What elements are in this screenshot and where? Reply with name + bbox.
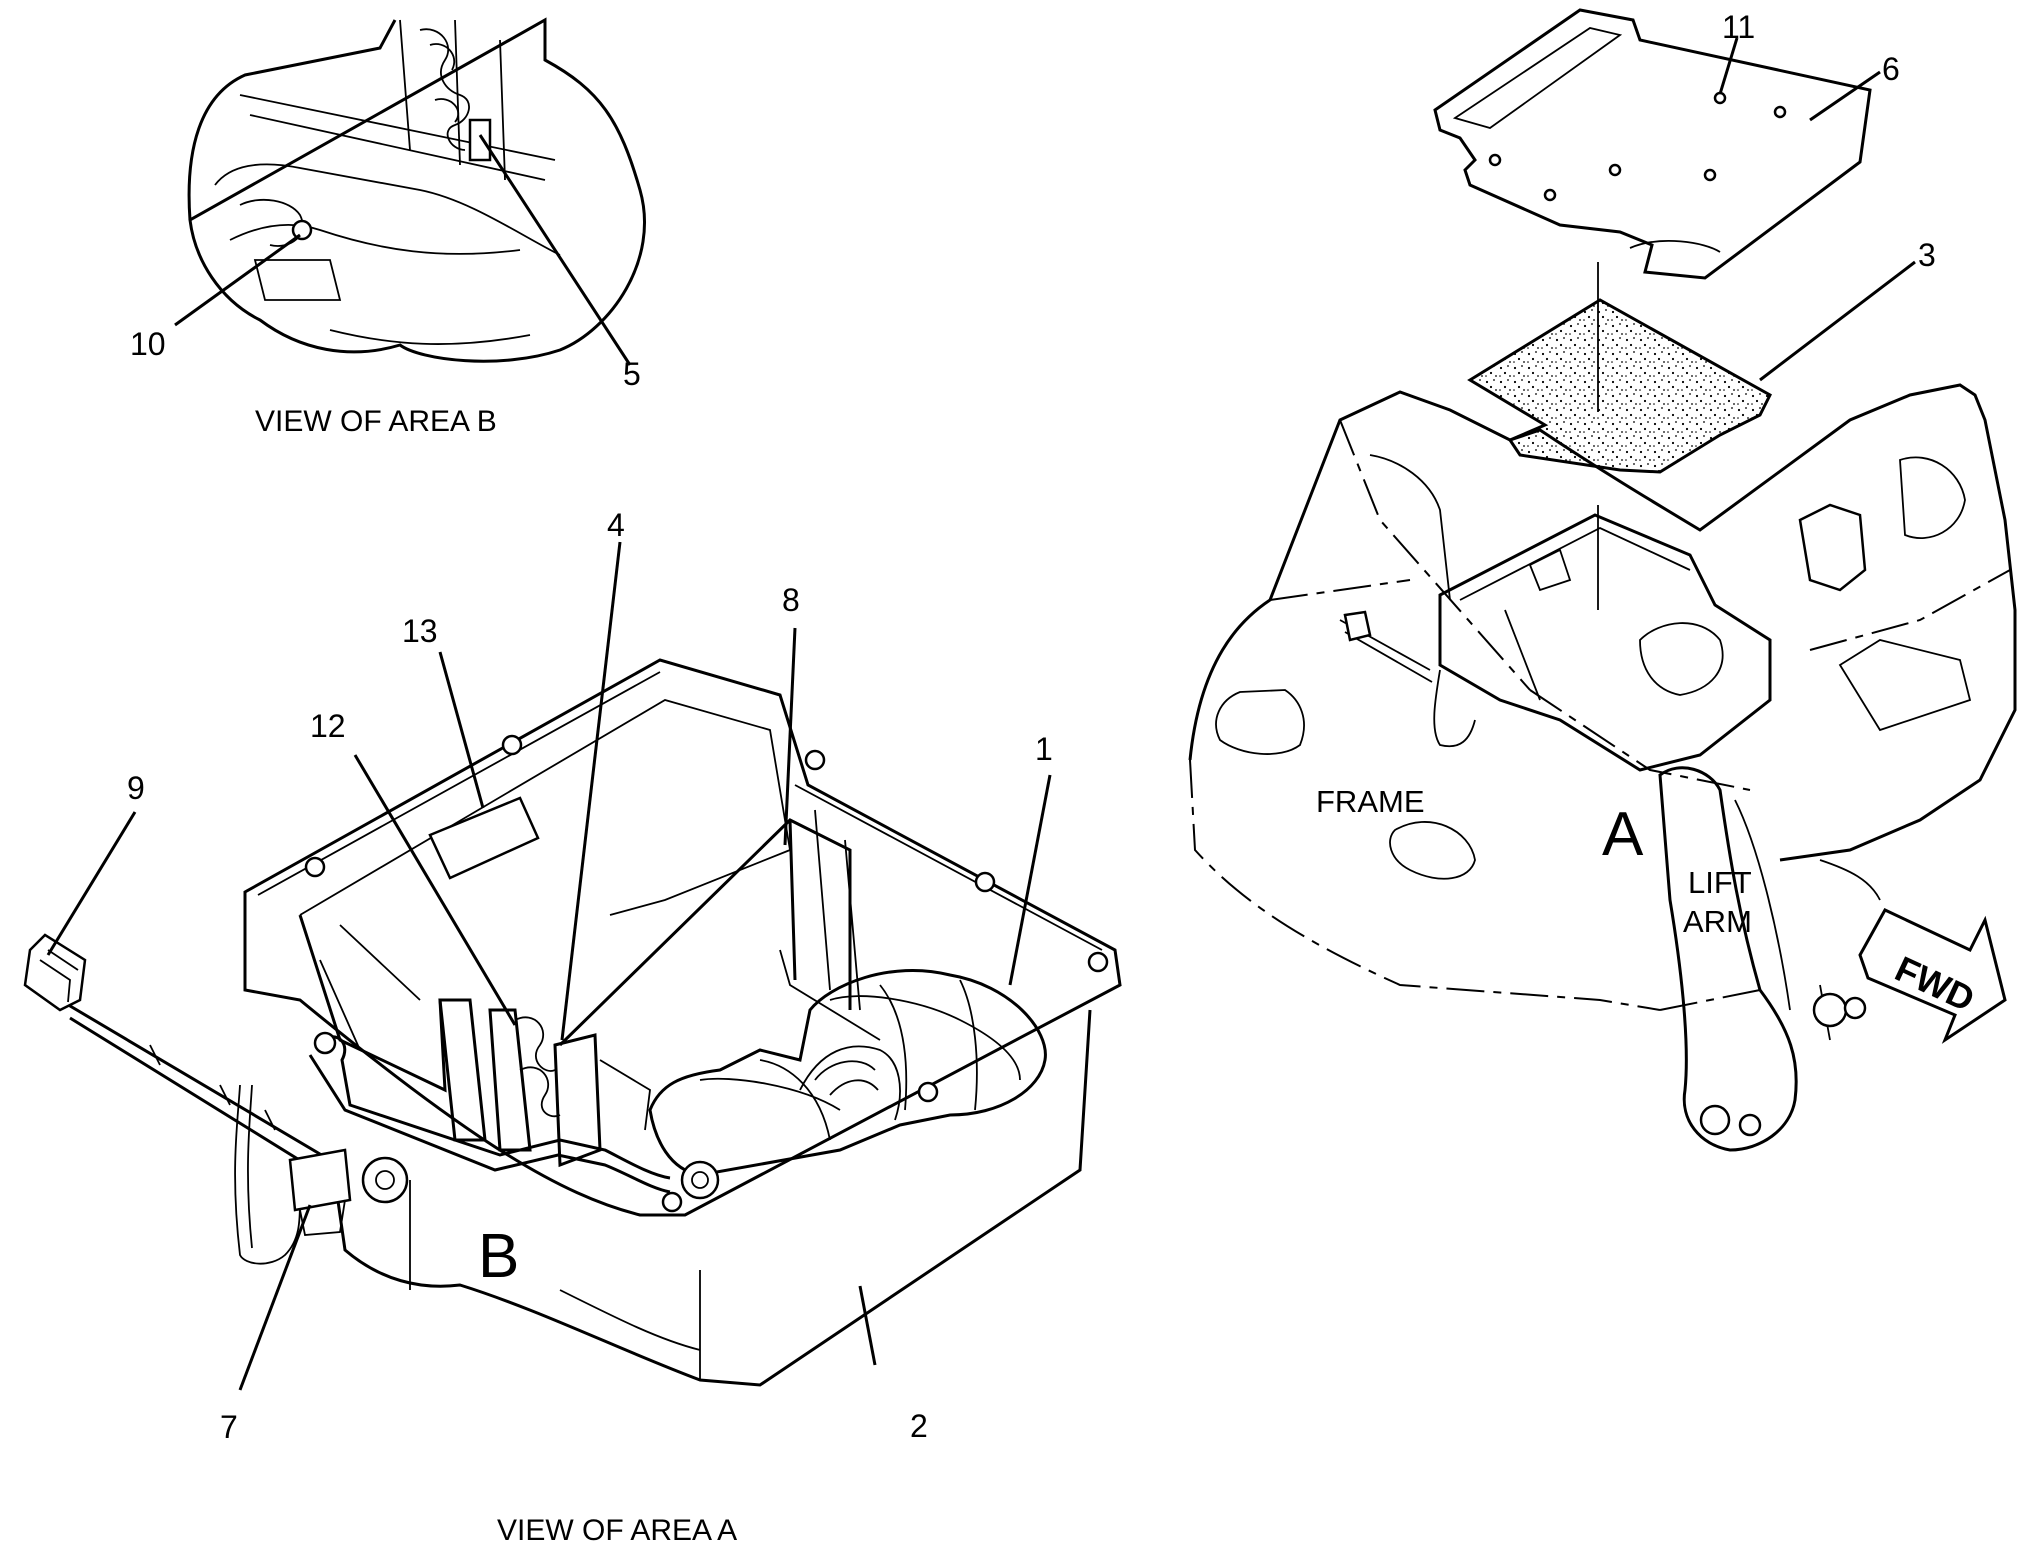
callout-2: 2 (910, 1408, 928, 1444)
callout-7: 7 (220, 1409, 238, 1445)
callout-1: 1 (1035, 731, 1053, 767)
machine-overview (1188, 8, 2017, 1152)
callout-11: 11 (1722, 9, 1755, 45)
area-marker-b: B (478, 1222, 519, 1291)
callout-6: 6 (1882, 51, 1900, 87)
view-b-caption: VIEW OF AREA B (255, 405, 497, 438)
view-b-detail (174, 17, 646, 366)
view-a-caption: VIEW OF AREA A (497, 1514, 737, 1547)
callout-10: 10 (130, 326, 166, 362)
callout-3: 3 (1918, 237, 1936, 273)
area-marker-a: A (1602, 800, 1644, 869)
callout-8: 8 (782, 582, 800, 618)
lift-arm-label-line2: ARM (1683, 904, 1752, 939)
callout-13: 13 (402, 613, 438, 649)
callout-12: 12 (310, 708, 346, 744)
lift-arm-label-line1: LIFT (1688, 865, 1752, 900)
callout-9: 9 (127, 770, 145, 806)
view-a-detail (23, 541, 1122, 1391)
callout-4: 4 (607, 507, 625, 543)
forward-arrow-icon: FWD (1858, 908, 2007, 1044)
frame-label: FRAME (1316, 784, 1425, 819)
callout-5: 5 (623, 356, 641, 392)
